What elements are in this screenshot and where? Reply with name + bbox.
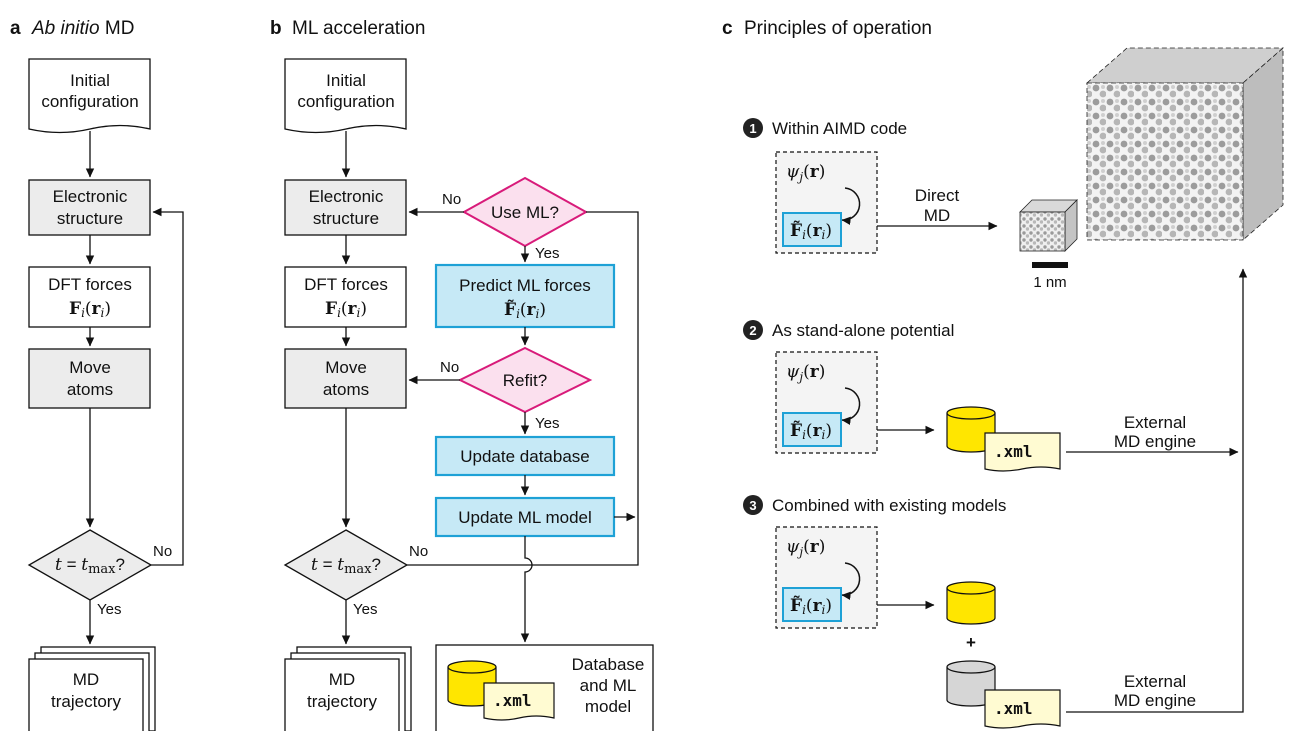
a-dft-formula: Fi(ri) — [69, 299, 111, 320]
c-item3-external-line1: External — [1124, 672, 1186, 691]
b-use-ml-label: Use ML? — [491, 203, 559, 222]
b-trajectory-line1: MD — [329, 670, 355, 689]
panel-a-letter: a — [10, 18, 21, 39]
b-yes-label-final: Yes — [353, 601, 377, 618]
b-db-line3: model — [585, 697, 631, 716]
a-trajectory-line2: trajectory — [51, 692, 121, 711]
c-item3-force: F̃i(ri) — [790, 596, 832, 617]
b-update-ml-label: Update ML model — [458, 508, 592, 527]
c-item1-psi: ψj(r) — [786, 162, 825, 184]
a-yes-label: Yes — [97, 601, 121, 618]
a-trajectory-line1: MD — [73, 670, 99, 689]
b-predict-formula: F̃i(ri) — [504, 300, 546, 321]
c-item3-xml-file-icon: .xml — [984, 689, 1061, 729]
c-scale-label: 1 nm — [1033, 274, 1066, 291]
c-item3-aimd-box: ψj(r) F̃i(ri) — [775, 526, 878, 629]
c-direct-line1: Direct — [915, 186, 960, 205]
c-item2-external-line2: MD engine — [1114, 432, 1196, 451]
b-move-atoms-box — [284, 348, 407, 409]
b-trajectory-line2: trajectory — [307, 692, 377, 711]
b-use-ml-yes: Yes — [535, 245, 559, 262]
c-item1-aimd-box: ψj(r) F̃i(ri) — [775, 151, 878, 254]
a-dft-forces-box — [28, 266, 151, 328]
c-item2-xml-label: .xml — [994, 442, 1033, 461]
c-item1-number-badge — [743, 118, 763, 138]
b-time-no: No — [409, 543, 428, 560]
b-initial-line1: Initial — [326, 71, 366, 90]
a-move-line1: Move — [69, 358, 111, 377]
a-time-decision-label: t = tmax? — [55, 555, 125, 577]
b-database-ml-model-box: .xml Database and ML model — [435, 644, 654, 731]
c-item3-number-badge — [743, 495, 763, 515]
b-move-line1: Move — [325, 358, 367, 377]
c-item2-external-line1: External — [1124, 413, 1186, 432]
b-dft-forces-box — [284, 266, 407, 328]
c-item3-existing-model-cylinder-icon — [946, 660, 996, 707]
b-electronic-line1: Electronic — [309, 187, 384, 206]
a-electronic-structure-box — [28, 179, 151, 236]
c-item2-xml-file-icon: .xml — [984, 432, 1061, 472]
a-initial-config-doc — [28, 58, 151, 134]
b-use-ml-no: No — [442, 191, 461, 208]
panel-b-title: ML acceleration — [292, 18, 425, 39]
c-item2-label: As stand-alone potential — [772, 321, 954, 340]
b-time-decision-label: t = tmax? — [311, 555, 381, 577]
c-item3-psi: ψj(r) — [786, 537, 825, 559]
c-item3-xml-label: .xml — [994, 699, 1033, 718]
b-update-db-label: Update database — [460, 447, 590, 466]
panel-b: b ML acceleration Initial configuration … — [270, 18, 654, 731]
b-xml-label: .xml — [493, 691, 532, 710]
panel-a-title: Ab initio MD — [31, 18, 134, 39]
a-initial-line1: Initial — [70, 71, 110, 90]
c-scale-bar — [1032, 262, 1068, 268]
panel-c: c Principles of operation 1 Within AIMD … — [722, 18, 1285, 729]
c-item2-psi: ψj(r) — [786, 362, 825, 384]
c-item1-label: Within AIMD code — [772, 119, 907, 138]
b-refit-label: Refit? — [503, 371, 547, 390]
panel-b-letter: b — [270, 18, 282, 39]
a-md-trajectory-stack: MD trajectory — [28, 646, 156, 731]
c-item3-database-cylinder-icon — [946, 581, 996, 625]
c-item2-force: F̃i(ri) — [790, 421, 832, 442]
c-item2-aimd-box: ψj(r) F̃i(ri) — [775, 351, 878, 454]
b-electronic-structure-box — [284, 179, 407, 236]
a-move-atoms-box — [28, 348, 151, 409]
b-initial-config-doc — [284, 58, 407, 134]
c-direct-line2: MD — [924, 206, 950, 225]
b-electronic-line2: structure — [313, 209, 379, 228]
a-electronic-line1: Electronic — [53, 187, 128, 206]
c-item3-label: Combined with existing models — [772, 496, 1006, 515]
b-xml-file-icon: .xml — [483, 682, 555, 721]
b-db-line1: Database — [572, 655, 645, 674]
panel-c-letter: c — [722, 18, 733, 39]
c-item1-number: 1 — [749, 121, 756, 136]
panel-a: a Ab initio MD Initial configuration Ele… — [10, 18, 184, 731]
panel-c-title: Principles of operation — [744, 18, 932, 39]
b-move-line2: atoms — [323, 380, 369, 399]
b-predict-ml-forces-box — [434, 263, 616, 329]
c-item3-number: 3 — [749, 498, 756, 513]
a-no-label: No — [153, 543, 172, 560]
b-refit-yes: Yes — [535, 415, 559, 432]
a-initial-line2: configuration — [41, 92, 138, 111]
a-electronic-line2: structure — [57, 209, 123, 228]
c-small-simulation-cube — [1019, 199, 1078, 252]
c-item2-number: 2 — [749, 323, 756, 338]
c-large-simulation-cube — [1085, 47, 1285, 241]
b-initial-line2: configuration — [297, 92, 394, 111]
b-db-line2: and ML — [580, 676, 637, 695]
c-item1-force: F̃i(ri) — [790, 221, 832, 242]
b-md-trajectory-stack: MD trajectory — [284, 646, 412, 731]
a-move-line2: atoms — [67, 380, 113, 399]
c-plus-sign: + — [966, 633, 976, 652]
c-item3-external-line2: MD engine — [1114, 691, 1196, 710]
b-dft-title: DFT forces — [304, 275, 388, 294]
a-dft-title: DFT forces — [48, 275, 132, 294]
c-item2-number-badge — [743, 320, 763, 340]
b-refit-no: No — [440, 359, 459, 376]
b-dft-formula: Fi(ri) — [325, 299, 367, 320]
b-predict-label: Predict ML forces — [459, 276, 591, 295]
